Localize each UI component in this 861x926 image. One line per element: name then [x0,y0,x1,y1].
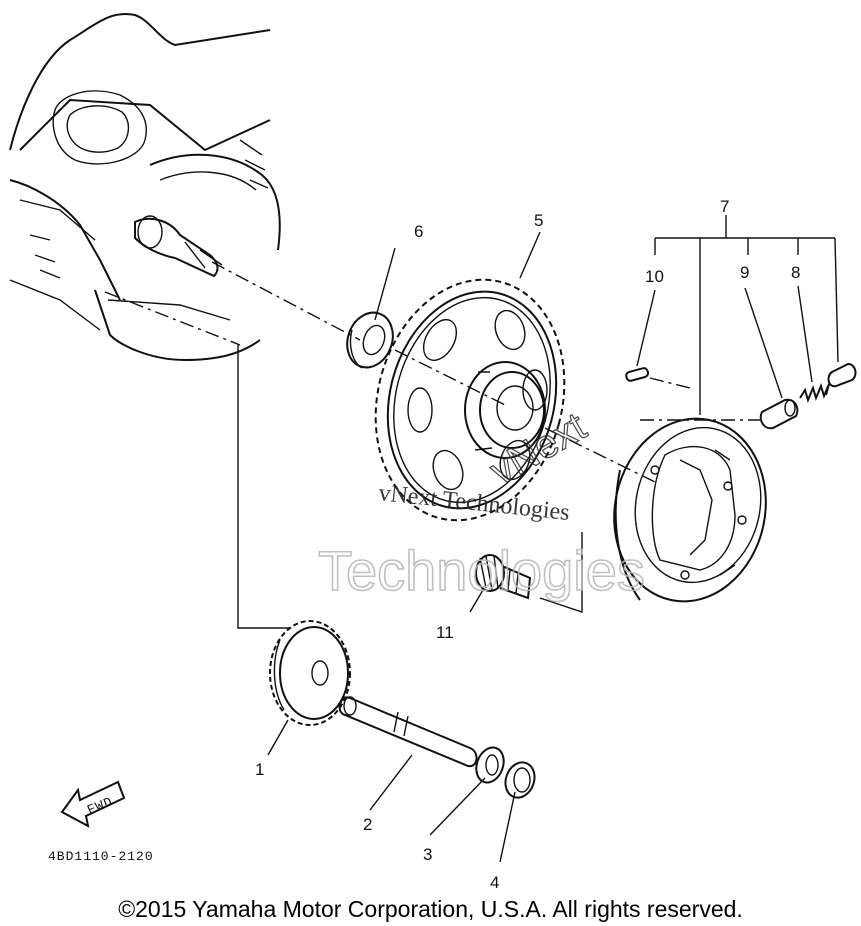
part-7-cap [827,362,857,388]
part-7-clutch-assembly [613,417,767,603]
label-5: 5 [534,211,543,230]
engine-crankcase [9,13,281,362]
label-11: 11 [436,623,454,642]
label-9: 9 [740,263,749,282]
part-5-large-gear [374,278,566,522]
part-10-pin [625,367,691,389]
part-9-plunger [759,398,799,430]
leader-lines [267,215,839,863]
label-6: 6 [414,222,423,241]
label-4: 4 [490,873,499,892]
label-3: 3 [423,845,432,864]
alignment-lines [104,261,760,629]
watermark-main: Technologies [318,539,645,602]
copyright-notice: ©2015 Yamaha Motor Corporation, U.S.A. A… [118,896,743,922]
part-8-spring [799,383,830,403]
fwd-label: FWD [85,794,115,818]
part-labels: 1 2 3 4 5 6 7 8 9 10 11 [255,197,800,892]
label-1: 1 [255,760,264,779]
fwd-arrow: FWD [60,780,126,828]
label-8: 8 [791,263,800,282]
part-6-washer [346,311,394,369]
part-2-shaft [338,696,478,768]
diagram-code: 4BD1110-2120 [48,849,154,864]
part-1-small-gear [269,620,351,726]
label-2: 2 [363,815,372,834]
part-4-circlip [504,761,536,799]
label-10: 10 [645,267,664,286]
part-11-bolt [475,554,532,600]
part-3-washer [475,746,505,784]
watermark: Technologies vNext Technologies vNext [317,404,646,603]
label-7: 7 [720,197,729,216]
